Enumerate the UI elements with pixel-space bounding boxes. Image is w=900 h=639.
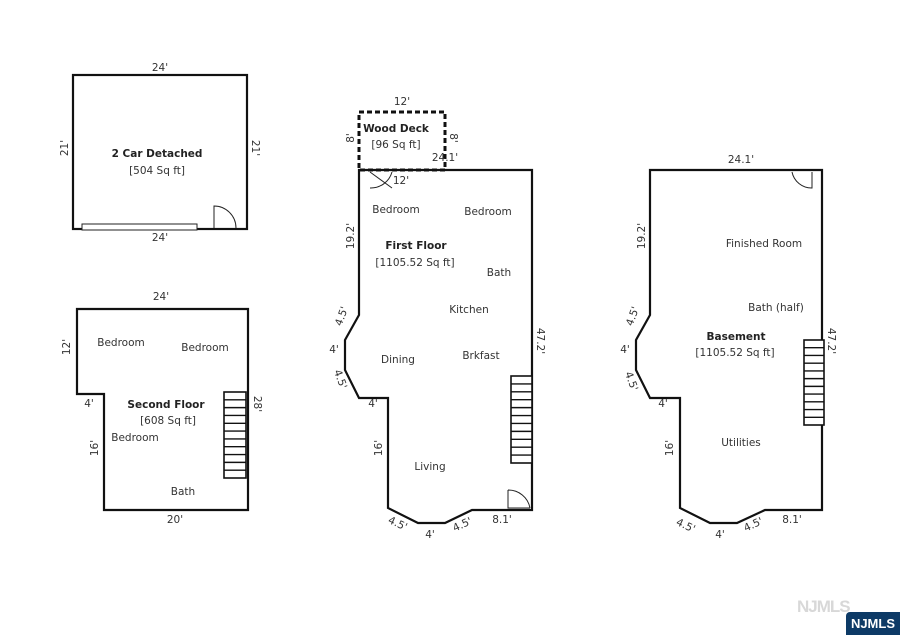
dimension-label: 24'	[153, 291, 169, 303]
stairs-icon	[223, 391, 247, 479]
dimension-label: 24'	[152, 62, 168, 74]
dimension-label: 4'	[620, 344, 630, 356]
dimension-label: 24.1'	[432, 152, 458, 164]
plan-area: [504 Sq ft]	[129, 165, 185, 177]
garage-door	[81, 223, 198, 231]
plan-title: Wood Deck	[363, 123, 430, 135]
watermark-ghost-logo: NJMLS	[797, 597, 851, 616]
dimension-label: 47.2'	[534, 328, 546, 354]
dimension-label: 24.1'	[728, 154, 754, 166]
dimension-label: 4.5'	[624, 305, 642, 328]
dimension-label: 8.1'	[782, 514, 802, 526]
door-swing-icon	[791, 171, 813, 189]
dimension-label: 47.2'	[825, 328, 837, 354]
room-label: Bedroom	[181, 342, 229, 354]
dimension-label: 16'	[373, 440, 385, 456]
dimension-label: 16'	[664, 440, 676, 456]
dimension-label: 21'	[249, 140, 261, 156]
room-label: Bedroom	[97, 337, 145, 349]
room-label: Kitchen	[449, 304, 488, 316]
dimension-label: 12'	[61, 339, 73, 355]
stairs-icon	[803, 339, 825, 426]
plan-area: [608 Sq ft]	[140, 415, 196, 427]
first-floor-walls	[343, 168, 534, 525]
plan-title: 2 Car Detached	[112, 148, 203, 160]
basement-walls	[634, 168, 824, 525]
room-label: Brkfast	[462, 350, 499, 362]
dimension-label: 12'	[393, 175, 409, 187]
plan-title: Basement	[706, 331, 765, 343]
dimension-label: 12'	[394, 96, 410, 108]
dimension-label: 4'	[425, 529, 435, 541]
dimension-label: 19.2'	[636, 223, 648, 249]
dimension-label: 8'	[345, 133, 357, 143]
watermark-badge: NJMLS	[845, 612, 900, 635]
dimension-label: 4'	[84, 398, 94, 410]
plan-title: Second Floor	[127, 399, 205, 411]
plan-area: [96 Sq ft]	[371, 139, 420, 151]
dimension-label: 19.2'	[345, 223, 357, 249]
door-swing-icon	[213, 205, 237, 229]
plan-title: First Floor	[385, 240, 447, 252]
dimension-label: 28'	[251, 396, 263, 412]
second-floor-walls	[75, 307, 250, 512]
dimension-label: 4'	[715, 529, 725, 541]
dimension-label: 21'	[59, 140, 71, 156]
dimension-label: 4.5'	[674, 516, 697, 535]
dimension-label: 16'	[89, 440, 101, 456]
dimension-label: 8'	[447, 133, 459, 143]
stairs-icon	[510, 375, 533, 464]
basement-plan	[634, 168, 825, 525]
door-swing-icon	[369, 171, 393, 189]
room-label: Finished Room	[726, 238, 802, 250]
door-swing-icon	[507, 489, 531, 509]
dimension-label: 4.5'	[333, 305, 351, 328]
first-floor-plan	[343, 168, 534, 525]
room-label: Bath	[171, 486, 195, 498]
room-label: Bedroom	[464, 206, 512, 218]
dimension-label: 20'	[167, 514, 183, 526]
room-label: Bath (half)	[748, 302, 804, 314]
room-label: Bedroom	[111, 432, 159, 444]
second-floor-plan	[75, 307, 250, 512]
dimension-label: 4'	[329, 344, 339, 356]
dimension-label: 24'	[152, 232, 168, 244]
labels: 2 Car Detached [504 Sq ft] 24' 21' 21' 24' Sec…	[59, 62, 837, 541]
plan-area: [1105.52 Sq ft]	[695, 347, 774, 359]
garage-plan	[71, 73, 249, 231]
room-label: Living	[414, 461, 445, 473]
plan-area: [1105.52 Sq ft]	[375, 257, 454, 269]
dimension-label: 4'	[368, 398, 378, 410]
room-label: Dining	[381, 354, 415, 366]
room-label: Bedroom	[372, 204, 420, 216]
room-label: Bath	[487, 267, 511, 279]
dimension-label: 4'	[658, 398, 668, 410]
dimension-label: 8.1'	[492, 514, 512, 526]
room-label: Utilities	[721, 437, 761, 449]
njmls-watermark: NJMLS NJMLS	[785, 587, 900, 635]
